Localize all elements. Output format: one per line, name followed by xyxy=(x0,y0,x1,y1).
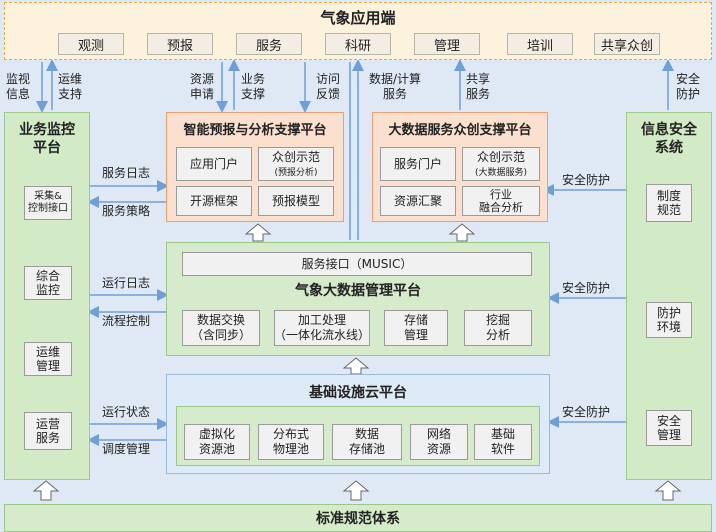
label-security-top: 安全 防护 xyxy=(676,72,701,101)
virtualized-resource-pool: 虚拟化 资源池 xyxy=(184,424,250,460)
label-data-compute: 数据/计算 服务 xyxy=(368,72,422,101)
forecast-model: 预报模型 xyxy=(258,186,334,216)
app-item-management: 管理 xyxy=(414,33,480,55)
app-portal: 应用门户 xyxy=(176,147,252,181)
crowd-demo-bigdata: 众创示范 (大数据服务) xyxy=(462,147,540,181)
app-item-research: 科研 xyxy=(325,33,391,55)
label-schedule-mgmt: 调度管理 xyxy=(102,442,151,456)
industry-fusion-analysis: 行业 融合分析 xyxy=(462,186,540,216)
biz-monitor-title: 业务监控 平台 xyxy=(19,122,75,156)
crowd-demo-sub: (预报分析) xyxy=(274,167,318,178)
processing-pipeline: 加工处理 （一体化流水线） xyxy=(274,310,370,346)
label-run-log: 运行日志 xyxy=(102,276,151,290)
resource-aggregation: 资源汇聚 xyxy=(380,186,456,216)
label-ops-support: 运维 支持 xyxy=(58,72,83,101)
network-resource: 网络 资源 xyxy=(410,424,468,460)
label-service-policy: 服务策略 xyxy=(102,204,151,218)
mining-analysis: 挖掘 分析 xyxy=(464,310,532,346)
label-shared-service: 共享 服务 xyxy=(466,72,491,101)
operation-service: 运营 服务 xyxy=(24,412,72,450)
distributed-physical-pool: 分布式 物理池 xyxy=(258,424,324,460)
protection-environment: 防护 环境 xyxy=(646,302,692,338)
app-item-forecast: 预报 xyxy=(147,33,213,55)
open-source-framework: 开源框架 xyxy=(176,186,252,216)
label-flow-control: 流程控制 xyxy=(102,314,151,328)
label-security-ai: 安全防护 xyxy=(562,173,611,187)
crowd-demo-bd-sub: (大数据服务) xyxy=(474,167,528,178)
data-storage-pool: 数据 存储池 xyxy=(332,424,402,460)
app-item-training: 培训 xyxy=(507,33,573,55)
crowd-demo-label: 众创示范 xyxy=(271,150,320,164)
ops-management: 运维 管理 xyxy=(24,342,72,376)
security-management: 安全 管理 xyxy=(646,410,692,446)
crowd-demo-forecast: 众创示范 (预报分析) xyxy=(258,147,334,181)
app-layer-title: 气象应用端 xyxy=(320,8,396,27)
bigdata-service-title: 大数据服务众创支撑平台 xyxy=(388,122,532,138)
info-security-title: 信息安全 系统 xyxy=(641,122,697,156)
policy-standards: 制度 规范 xyxy=(646,184,692,222)
label-access-feedback: 访问 反馈 xyxy=(316,72,341,101)
app-item-sharing: 共享众创 xyxy=(594,33,660,55)
label-security-cloud: 安全防护 xyxy=(562,405,611,419)
storage-management: 存储 管理 xyxy=(384,310,448,346)
integrated-monitoring: 综合 监控 xyxy=(24,266,72,300)
base-software: 基础 软件 xyxy=(474,424,532,460)
label-run-status: 运行状态 xyxy=(102,405,151,419)
service-interface-music: 服务接口（MUSIC） xyxy=(182,252,532,276)
smart-forecast-title: 智能预报与分析支撑平台 xyxy=(183,122,327,138)
data-exchange: 数据交换 （含同步） xyxy=(182,310,260,346)
cloud-infra-title: 基础设施云平台 xyxy=(309,385,407,401)
crowd-demo-bd-label: 众创示范 xyxy=(476,150,525,164)
label-resource-request: 资源 申请 xyxy=(190,72,215,101)
label-security-bd: 安全防护 xyxy=(562,281,611,295)
collect-control-interface: 采集& 控制接口 xyxy=(24,186,72,220)
app-item-observation: 观测 xyxy=(58,33,124,55)
label-biz-support: 业务 支撑 xyxy=(241,72,266,101)
label-monitor-info: 监视 信息 xyxy=(6,72,31,101)
app-item-service: 服务 xyxy=(236,33,302,55)
label-service-log: 服务日志 xyxy=(102,166,151,180)
standards-system: 标准规范体系 xyxy=(4,504,712,532)
data-mgmt-title: 气象大数据管理平台 xyxy=(295,283,421,299)
service-portal: 服务门户 xyxy=(380,147,456,181)
